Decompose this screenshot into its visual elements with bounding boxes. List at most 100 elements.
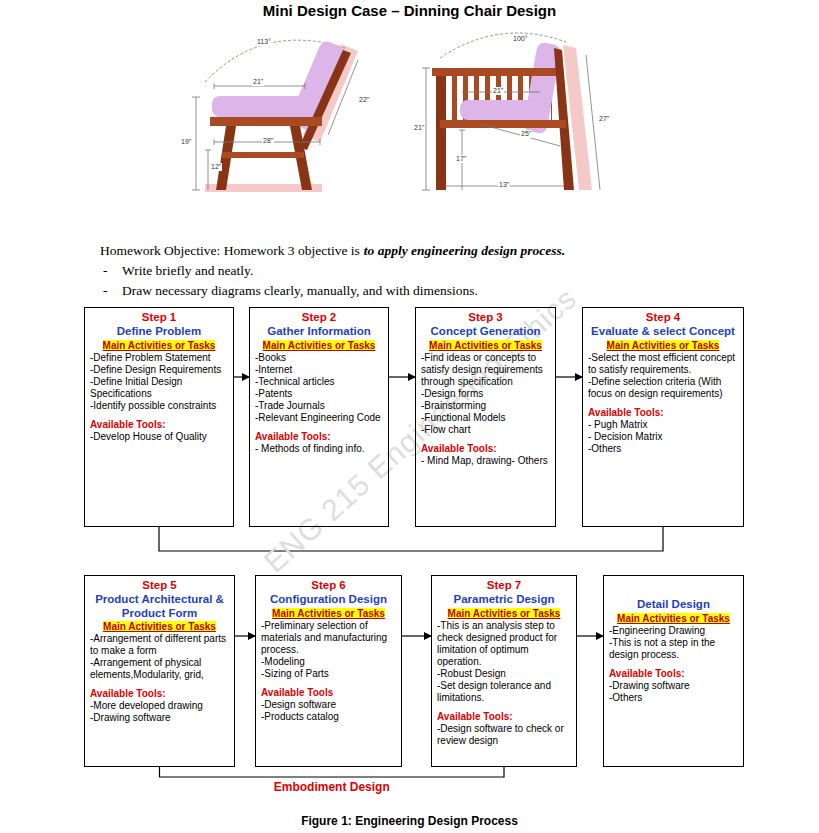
list-item: -Define Problem Statement	[90, 352, 228, 364]
flow-arrow	[234, 376, 249, 377]
tools-heading: Available Tools:	[609, 668, 738, 680]
step-number: Step 6	[261, 579, 396, 593]
list-item: -Internet	[255, 364, 383, 376]
right-chair	[422, 33, 600, 190]
tasks-line: Main Activities or Tasks	[588, 339, 738, 352]
tools-heading: Available Tools:	[437, 711, 571, 723]
list-item: -Relevant Engineering Code	[255, 412, 383, 424]
list-item: -Functional Models	[421, 412, 550, 424]
list-item: -Products catalog	[261, 711, 396, 723]
step-number: Step 2	[255, 311, 383, 325]
list-item: -Modeling	[261, 656, 396, 668]
list-item: -Engineering Drawing	[609, 625, 738, 637]
tools-heading: Available Tools:	[90, 419, 228, 431]
note-text: Homework Objective: Homework 3 objective…	[100, 244, 360, 259]
bracket-label: Embodiment Design	[271, 780, 393, 794]
process-box: Step 7Parametric DesignMain Activities o…	[431, 575, 577, 767]
step-heading: Concept Generation	[421, 325, 550, 339]
list-item: -Others	[588, 443, 738, 455]
note-text: to apply engineering design process.	[364, 244, 565, 259]
tasks-line: Main Activities or Tasks	[90, 339, 228, 352]
list-item: -Patents	[255, 388, 383, 400]
process-box: Step 4Evaluate & select ConceptMain Acti…	[582, 307, 744, 527]
tasks-heading: Main Activities or Tasks	[617, 613, 730, 624]
dimension-label: 22"	[358, 96, 370, 104]
step-heading: Product Architectural & Product Form	[90, 593, 229, 621]
step-heading: Gather Information	[255, 325, 383, 339]
list-item: -Set design tolerance and limitations.	[437, 680, 571, 704]
tasks-line: Main Activities or Tasks	[261, 607, 396, 620]
list-item: -Identify possible constraints	[90, 400, 228, 412]
tools-heading: Available Tools:	[588, 407, 738, 419]
tasks-line: Main Activities or Tasks	[421, 339, 550, 352]
dimension-label: 28"	[262, 137, 274, 145]
list-item: -Design software	[261, 699, 396, 711]
tasks-heading: Main Activities or Tasks	[448, 608, 561, 619]
tasks-line: Main Activities or Tasks	[609, 612, 738, 625]
list-item: -Develop House of Quality	[90, 431, 228, 443]
list-item: -Define Initial Design Specifications	[90, 376, 228, 400]
process-box: Step 3Concept GenerationMain Activities …	[415, 307, 556, 527]
step-number: Step 3	[421, 311, 550, 325]
dimension-label: 21"	[492, 87, 504, 95]
dimension-label: 27"	[598, 115, 610, 123]
tools-heading: Available Tools:	[90, 688, 229, 700]
tools-heading: Available Tools:	[421, 443, 550, 455]
list-item: -Define selection criteria (With focus o…	[588, 376, 738, 400]
step-number: Step 1	[90, 311, 228, 325]
note-text: Draw necessary diagrams clearly, manuall…	[122, 284, 478, 299]
list-item: -Select the most efficient concept to sa…	[588, 352, 738, 376]
list-item: -Others	[609, 692, 738, 704]
left-chair	[192, 39, 358, 192]
note-text: Write briefly and neatly.	[122, 264, 253, 279]
step-number: Step 7	[437, 579, 571, 593]
list-item: -Robust Design	[437, 668, 571, 680]
dimension-label: 21"	[413, 124, 425, 132]
dimension-label: 12"	[210, 163, 222, 171]
dimension-label: 19"	[180, 138, 192, 146]
list-item: -Brainstorming	[421, 400, 550, 412]
flow-arrow	[235, 635, 255, 636]
list-item: -Define Design Requirements	[90, 364, 228, 376]
list-item: -Drawing software	[90, 712, 229, 724]
page-title: Mini Design Case – Dinning Chair Design	[0, 2, 819, 19]
step-number: Step 5	[90, 579, 229, 593]
step-number: Step 4	[588, 311, 738, 325]
list-item: -More developed drawing	[90, 700, 229, 712]
tasks-line: Main Activities or Tasks	[90, 620, 229, 633]
flow-arrow	[577, 635, 603, 636]
list-item: -Technical articles	[255, 376, 383, 388]
process-box: Step 5Product Architectural & Product Fo…	[84, 575, 235, 767]
dimension-label: 21"	[252, 78, 264, 86]
list-item: -Sizing of Parts	[261, 668, 396, 680]
figure-caption: Figure 1: Engineering Design Process	[0, 814, 819, 828]
dimension-label: 113°	[256, 38, 272, 46]
dimension-label: 25"	[520, 130, 532, 138]
step-heading: Define Problem	[90, 325, 228, 339]
list-item: -Drawing software	[609, 680, 738, 692]
step-heading: Parametric Design	[437, 593, 571, 607]
tools-heading: Available Tools	[261, 687, 396, 699]
tasks-heading: Main Activities or Tasks	[263, 340, 376, 351]
tasks-line: Main Activities or Tasks	[437, 607, 571, 620]
tools-heading: Available Tools:	[255, 431, 383, 443]
list-item: -Preliminary selection of materials and …	[261, 620, 396, 656]
process-box: Step 1Define ProblemMain Activities or T…	[84, 307, 234, 527]
tasks-heading: Main Activities or Tasks	[103, 340, 216, 351]
list-item: - Decision Matrix	[588, 431, 738, 443]
list-item: - Pugh Matrix	[588, 419, 738, 431]
note-text: -	[103, 264, 108, 279]
list-item: -Design forms	[421, 388, 550, 400]
list-item: -This is not a step in the design proces…	[609, 637, 738, 661]
list-item: -Trade Journals	[255, 400, 383, 412]
dimension-label: 13"	[498, 181, 510, 189]
list-item: - Mind Map, drawing- Others	[421, 455, 550, 467]
tasks-heading: Main Activities or Tasks	[272, 608, 385, 619]
step-heading: Detail Design	[609, 598, 738, 612]
list-item: -Books	[255, 352, 383, 364]
flow-arrow	[389, 376, 415, 377]
list-item: -This is an analysis step to check desig…	[437, 620, 571, 668]
group-bracket	[160, 767, 505, 777]
list-item: -Flow chart	[421, 424, 550, 436]
